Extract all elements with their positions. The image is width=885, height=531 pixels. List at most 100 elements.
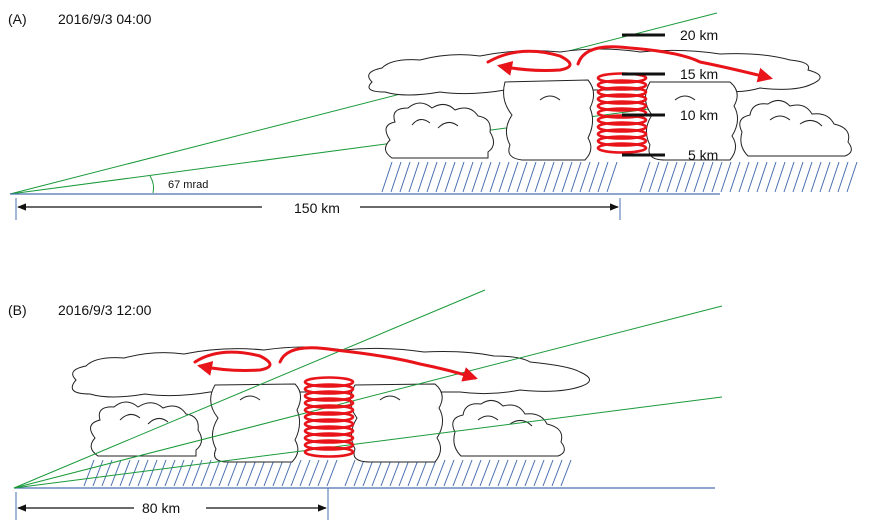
hatch-stroke <box>281 459 293 487</box>
hatch-stroke <box>317 459 329 487</box>
panel-b: (B) 2016/9/3 12:00 80 km <box>8 289 723 520</box>
coil-loop <box>303 383 355 395</box>
hatch-stroke <box>720 161 732 193</box>
hatch-stroke <box>756 161 768 193</box>
coil-loop <box>596 107 648 119</box>
hatch-stroke <box>498 161 510 193</box>
hatch-stroke <box>417 161 429 193</box>
panel-a-datetime: 2016/9/3 04:00 <box>58 11 152 27</box>
hatch-stroke <box>507 161 519 193</box>
hatch-stroke <box>552 161 564 193</box>
panel-a-distance-bar: 150 km <box>15 198 621 220</box>
hatch-stroke <box>738 161 750 193</box>
coil-loop <box>596 100 648 112</box>
panel-b-outflow-arrow-right <box>278 346 478 382</box>
panel-b-sight-line-middle <box>13 305 723 489</box>
hatch-stroke <box>380 459 392 487</box>
hatch-stroke <box>597 161 609 193</box>
panel-a-vortex-coil <box>596 72 648 154</box>
hatch-stroke <box>729 161 741 193</box>
coil-loop <box>303 390 355 402</box>
hatch-stroke <box>479 459 491 487</box>
hatch-stroke <box>639 161 651 193</box>
hatch-stroke <box>533 459 545 487</box>
panel-a-outflow-arrow-right <box>576 45 773 83</box>
coil-loop <box>303 411 355 423</box>
hatch-stroke <box>227 459 239 487</box>
panel-b-datetime: 2016/9/3 12:00 <box>58 302 152 318</box>
hatch-stroke <box>837 161 849 193</box>
height-label-20km: 20 km <box>680 27 718 43</box>
hatch-stroke <box>399 161 411 193</box>
hatch-stroke <box>155 459 167 487</box>
hatch-stroke <box>588 161 600 193</box>
hatch-stroke <box>480 161 492 193</box>
hatch-stroke <box>381 161 393 193</box>
hatch-stroke <box>606 161 618 193</box>
coil-loop <box>303 425 355 437</box>
coil-loop <box>303 418 355 430</box>
coil-loop <box>303 439 355 451</box>
coil-loop <box>303 432 355 444</box>
hatch-stroke <box>444 161 456 193</box>
hatch-stroke <box>435 161 447 193</box>
hatch-stroke <box>543 161 555 193</box>
coil-loop <box>596 79 648 91</box>
hatch-stroke <box>506 459 518 487</box>
height-label-5km: 5 km <box>688 147 718 163</box>
hatch-stroke <box>290 459 302 487</box>
hatch-stroke <box>119 459 131 487</box>
hatch-stroke <box>516 161 528 193</box>
hatch-stroke <box>648 161 660 193</box>
coil-loop <box>303 397 355 409</box>
panel-a-label: (A) <box>8 11 27 27</box>
hatch-stroke <box>497 459 509 487</box>
hatch-stroke <box>828 161 840 193</box>
height-label-10km: 10 km <box>680 107 718 123</box>
hatch-stroke <box>236 459 248 487</box>
panel-a-outflow-arrow-left <box>486 49 572 76</box>
coil-loop <box>596 128 648 140</box>
panel-a-sight-line-upper <box>9 12 718 195</box>
hatch-stroke <box>810 161 822 193</box>
hatch-stroke <box>353 459 365 487</box>
coil-loop <box>596 86 648 98</box>
panel-a: (A) 2016/9/3 04:00 20 km <box>8 11 858 220</box>
hatch-stroke <box>209 459 221 487</box>
hatch-stroke <box>92 459 104 487</box>
panel-b-hatching-right <box>344 459 572 487</box>
panel-a-angle-label: 67 mrad <box>168 179 208 191</box>
hatch-stroke <box>684 161 696 193</box>
hatch-stroke <box>101 459 113 487</box>
hatch-stroke <box>702 161 714 193</box>
hatch-stroke <box>254 459 266 487</box>
hatch-stroke <box>711 161 723 193</box>
hatch-stroke <box>272 459 284 487</box>
hatch-stroke <box>218 459 230 487</box>
panel-b-cloud <box>71 346 590 463</box>
hatch-stroke <box>657 161 669 193</box>
hatch-stroke <box>426 161 438 193</box>
hatch-stroke <box>551 459 563 487</box>
panel-b-sight-line-upper <box>13 289 486 489</box>
hatch-stroke <box>542 459 554 487</box>
hatch-stroke <box>173 459 185 487</box>
hatch-stroke <box>164 459 176 487</box>
hatch-stroke <box>408 161 420 193</box>
coil-loop <box>596 93 648 105</box>
hatch-stroke <box>308 459 320 487</box>
hatch-stroke <box>434 459 446 487</box>
hatch-stroke <box>747 161 759 193</box>
hatch-stroke <box>579 161 591 193</box>
panel-a-cloud <box>368 48 852 161</box>
panel-a-angle-arc <box>149 175 155 194</box>
hatch-stroke <box>407 459 419 487</box>
hatch-stroke <box>462 161 474 193</box>
hatch-stroke <box>471 161 483 193</box>
panel-b-vortex-coil <box>303 376 355 458</box>
hatch-stroke <box>765 161 777 193</box>
coil-loop <box>303 376 355 388</box>
hatch-stroke <box>570 161 582 193</box>
panel-b-sight-line-lower <box>13 396 723 489</box>
hatch-stroke <box>137 459 149 487</box>
